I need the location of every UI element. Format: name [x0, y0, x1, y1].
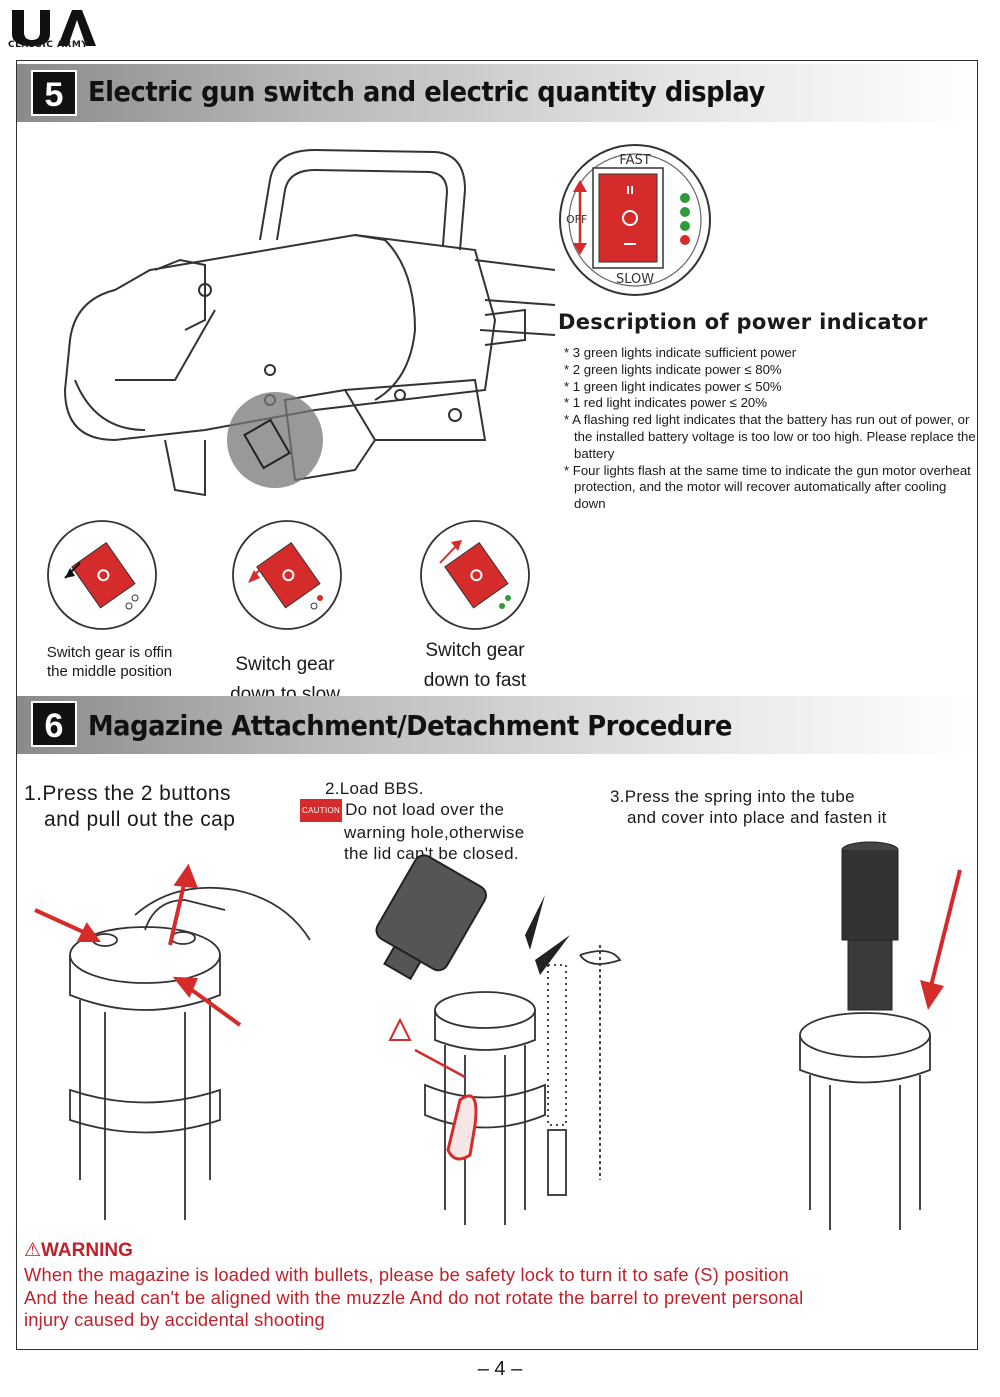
- warning-title: ⚠WARNING: [24, 1240, 133, 1261]
- section-5-number: 5: [31, 70, 77, 116]
- step-1-text: 1.Press the 2 buttons and pull out the c…: [24, 782, 236, 831]
- switch-dial-detail: FAST OFF SLOW: [559, 144, 711, 296]
- classic-army-logo: [12, 10, 96, 46]
- power-item: Four lights flash at the same time to in…: [560, 463, 980, 513]
- section-6-banner: [17, 696, 977, 754]
- power-indicator-list: 3 green lights indicate sufficient power…: [560, 345, 980, 513]
- caption-middle: Switch gear is offin the middle position: [46, 644, 173, 680]
- switch-slow-dial: [232, 520, 342, 630]
- power-item: 1 red light indicates power ≤ 20%: [560, 395, 980, 412]
- warning-text: When the magazine is loaded with bullets…: [24, 1264, 804, 1330]
- power-item: 3 green lights indicate sufficient power: [560, 345, 980, 362]
- step-2-illustration: [375, 854, 622, 1225]
- warning-icon: ⚠: [24, 1240, 42, 1261]
- off-label: OFF: [566, 213, 587, 226]
- power-item: A flashing red light indicates that the …: [560, 412, 980, 462]
- section-5-title: Electric gun switch and electric quantit…: [88, 75, 765, 108]
- caution-badge: CAUTION: [300, 799, 343, 823]
- caption-fast: Switch gear down to fast: [423, 640, 527, 691]
- section-5-banner: [17, 64, 977, 122]
- page-frame: [16, 60, 978, 1350]
- power-indicator-title: Description of power indicator: [558, 310, 928, 334]
- step-3-illustration: [799, 841, 962, 1230]
- switch-middle-dial: [47, 520, 157, 630]
- page-number: – 4 –: [477, 1358, 523, 1380]
- brand-text: CLASSIC ARMY: [8, 40, 89, 50]
- slow-label: SLOW: [616, 272, 654, 287]
- fast-label: FAST: [619, 153, 650, 168]
- power-item: 1 green light indicates power ≤ 50%: [560, 379, 980, 396]
- section-6-number: 6: [31, 701, 77, 747]
- step-1-illustration: [34, 863, 311, 1220]
- step-3-text: 3.Press the spring into the tube and cov…: [610, 787, 887, 827]
- switch-fast-dial: [420, 520, 530, 630]
- power-item: 2 green lights indicate power ≤ 80%: [560, 362, 980, 379]
- section-6-title: Magazine Attachment/Detachment Procedure: [88, 709, 733, 742]
- gun-illustration: [63, 148, 556, 497]
